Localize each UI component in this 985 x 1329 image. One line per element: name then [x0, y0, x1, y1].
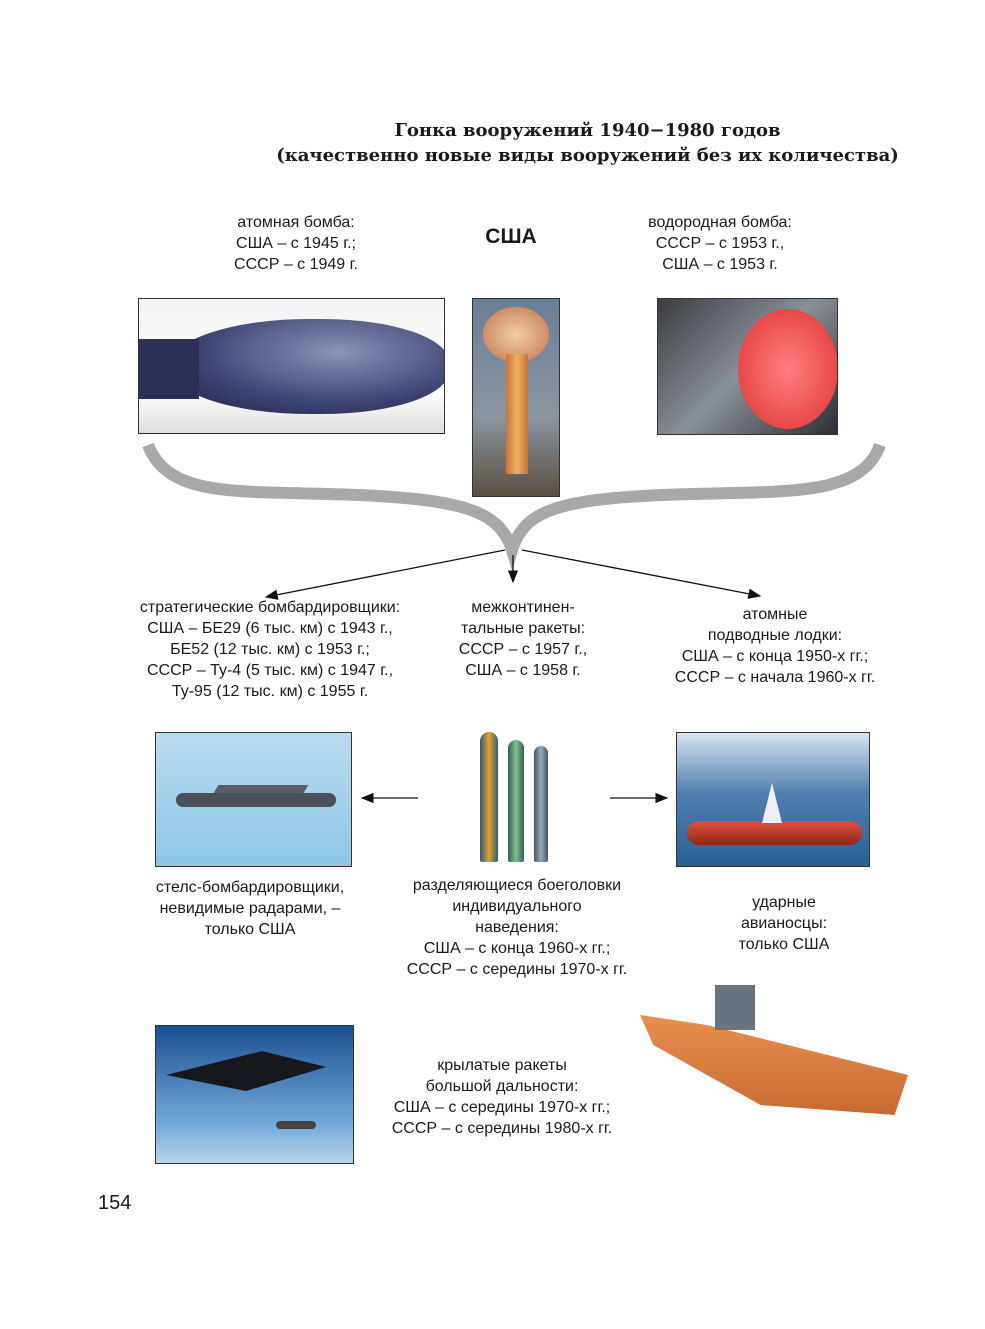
text-line: СССР – с 1953 г.,	[655, 235, 785, 252]
text-line: разделяющиеся боеголовки	[412, 877, 622, 894]
stealth-bomber-image	[155, 1025, 354, 1164]
missiles-image	[472, 732, 552, 865]
text-line: авианосцы:	[740, 915, 828, 932]
text-line: СССР – с 1957 г.,	[458, 641, 588, 658]
text-line: БЕ52 (12 тыс. км) с 1953 г.;	[170, 641, 370, 658]
text-line: СССР – Ту-4 (5 тыс. км) с 1947 г.,	[146, 662, 394, 679]
text-line: США – с конца 1960-х гг.;	[423, 940, 611, 957]
text-line: индивидуального	[452, 898, 582, 915]
text-line: крылатые ракеты	[437, 1057, 567, 1074]
text-line: СССР – с середины 1970-х гг.	[406, 961, 628, 978]
title-line-2: (качественно новые виды вооружений без и…	[276, 145, 899, 166]
hydrogen-bomb-text: водородная бомба: СССР – с 1953 г., США …	[648, 212, 792, 275]
page-number: 154	[98, 1192, 132, 1214]
text-line: стелс-бомбардировщики,	[155, 879, 345, 896]
curly-brace	[142, 442, 886, 571]
text-line: США – с середины 1970-х гг.;	[393, 1099, 611, 1116]
text-line: США – с 1945 г.;	[236, 235, 356, 252]
text-line: невидимые радарами, –	[159, 900, 341, 917]
text-line: США – с 1958 г.	[465, 662, 581, 679]
atomic-bomb-image	[138, 298, 445, 434]
text-line: межконтинен-	[471, 599, 575, 616]
usa-label: США	[485, 225, 537, 248]
text-line: стратегические бомбардировщики:	[139, 599, 401, 616]
text-line: Ту-95 (12 тыс. км) с 1955 г.	[171, 683, 369, 700]
text-line: СССР – с начала 1960-х гг.	[674, 669, 876, 686]
hydrogen-bomb-image	[657, 298, 838, 435]
text-line: подводные лодки:	[707, 627, 843, 644]
text-line: США – с 1953 г.	[662, 256, 778, 273]
arrow-to-bombers	[264, 549, 506, 600]
icbm-text: межконтинен- тальные ракеты: СССР – с 19…	[459, 597, 587, 681]
title-line-1: Гонка вооружений 1940−1980 годов	[394, 120, 781, 141]
text-line: атомные	[742, 606, 808, 623]
bomber-image	[155, 732, 352, 867]
text-line: США – БЕ29 (6 тыс. км) с 1943 г.,	[147, 620, 393, 637]
cruise-missiles-text: крылатые ракеты большой дальности: США –…	[392, 1055, 613, 1139]
text-line: наведения:	[475, 919, 559, 936]
text-line: только США	[738, 936, 830, 953]
text-line: США – с конца 1950-х гг.;	[681, 648, 869, 665]
aircraft-carrier-image	[640, 985, 908, 1150]
submarine-image	[676, 732, 870, 867]
text-line: только США	[204, 921, 296, 938]
nuclear-subs-text: атомные подводные лодки: США – с конца 1…	[675, 604, 875, 688]
carriers-text: ударные авианосцы: только США	[739, 892, 830, 955]
text-line: СССР – с середины 1980-х гг.	[391, 1120, 613, 1137]
strategic-bombers-text: стратегические бомбардировщики: США – БЕ…	[140, 597, 400, 702]
text-line: большой дальности:	[425, 1078, 579, 1095]
atomic-bomb-text: атомная бомба: США – с 1945 г.; СССР – с…	[234, 212, 358, 275]
text-line: атомная бомба:	[237, 214, 355, 231]
text-line: ударные	[752, 894, 816, 911]
text-line: СССР – с 1949 г.	[234, 256, 358, 273]
page-title: Гонка вооружений 1940−1980 годов (качест…	[200, 118, 975, 168]
text-line: тальные ракеты:	[460, 620, 586, 637]
text-line: водородная бомба:	[648, 214, 792, 231]
mushroom-cloud-image	[472, 298, 560, 497]
arrow-to-subs	[521, 549, 762, 599]
mirv-text: разделяющиеся боеголовки индивидуального…	[407, 875, 628, 980]
stealth-text: стелс-бомбардировщики, невидимые радарам…	[156, 877, 344, 940]
